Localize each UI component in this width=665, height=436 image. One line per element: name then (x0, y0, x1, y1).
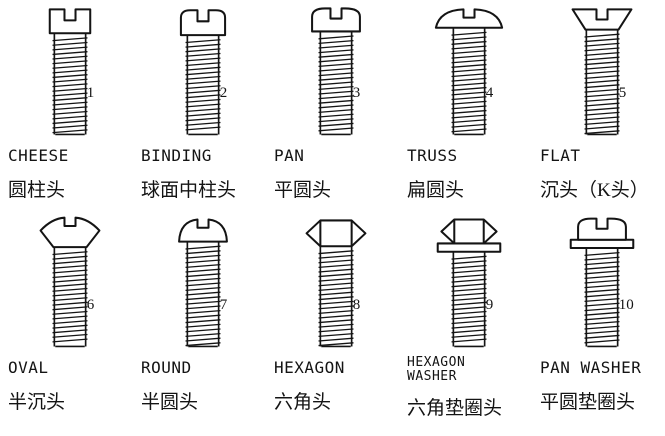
pan-washer-screw-icon (569, 217, 634, 348)
screw-name-zh: 球面中柱头 (141, 179, 237, 201)
screw-name-zh: 六角垫圈头 (407, 398, 503, 420)
screw-name-en: ROUND (141, 358, 192, 377)
screw-number: 4 (485, 84, 494, 101)
screw-name-en: HEXAGON (274, 358, 345, 377)
hexagon-washer-screw-icon (436, 218, 501, 348)
truss-screw-figure: 4 (407, 2, 530, 140)
hexagon-screw-icon (305, 219, 366, 348)
truss-screw-icon (434, 8, 503, 136)
pan-washer-screw-figure: 10 (540, 214, 663, 352)
screw-item-truss: 4 TRUSS 扁圆头 (399, 0, 532, 212)
screw-item-hexagon-washer: 9 HEXAGON WASHER 六角垫圈头 (399, 212, 532, 436)
screw-name-en: PAN WASHER (540, 358, 642, 377)
screw-number: 8 (352, 296, 361, 313)
hexagon-washer-screw-figure: 9 (407, 214, 530, 352)
pan-screw-figure: 3 (274, 2, 397, 140)
round-screw-icon (177, 218, 228, 348)
round-screw-figure: 7 (141, 214, 264, 352)
screw-number: 10 (618, 296, 634, 313)
oval-screw-icon (39, 216, 100, 348)
screw-number: 7 (219, 296, 228, 313)
screw-name-en: CHEESE (8, 146, 69, 165)
screw-name-zh: 圆柱头 (8, 179, 66, 201)
screw-name-zh: 半沉头 (8, 391, 66, 413)
screw-name-en: PAN (274, 146, 305, 165)
screw-item-oval: 6 OVAL 半沉头 (0, 212, 133, 436)
screw-number: 9 (485, 296, 494, 313)
screw-item-pan: 3 PAN 平圆头 (266, 0, 399, 212)
screw-item-round: 7 ROUND 半圆头 (133, 212, 266, 436)
binding-screw-icon (179, 9, 226, 136)
screw-number: 5 (618, 84, 627, 101)
screw-name-zh: 平圆垫圈头 (540, 391, 636, 413)
screw-number: 3 (352, 84, 361, 101)
screw-name-en: FLAT (540, 146, 581, 165)
screw-name-en: TRUSS (407, 146, 458, 165)
screw-name-zh: 六角头 (274, 391, 332, 413)
screw-item-flat: 5 FLAT 沉头（K头） (532, 0, 665, 212)
oval-screw-figure: 6 (8, 214, 131, 352)
screw-name-zh: 沉头（K头） (540, 179, 649, 201)
screw-item-pan-washer: 10 PAN WASHER 平圆垫圈头 (532, 212, 665, 436)
screw-item-cheese: 1 CHEESE 圆柱头 (0, 0, 133, 212)
screw-name-en: OVAL (8, 358, 49, 377)
pan-screw-icon (310, 7, 361, 136)
screw-name-zh: 扁圆头 (407, 179, 465, 201)
screw-number: 2 (219, 84, 228, 101)
flat-screw-icon (571, 8, 632, 136)
cheese-screw-icon (48, 8, 91, 136)
screw-name-zh: 半圆头 (141, 391, 199, 413)
screw-item-binding: 2 BINDING 球面中柱头 (133, 0, 266, 212)
screw-name-en: HEXAGON WASHER (407, 355, 466, 384)
binding-screw-figure: 2 (141, 2, 264, 140)
screw-name-en: BINDING (141, 146, 212, 165)
screw-number: 1 (86, 84, 95, 101)
flat-screw-figure: 5 (540, 2, 663, 140)
cheese-screw-figure: 1 (8, 2, 131, 140)
screw-item-hexagon: 8 HEXAGON 六角头 (266, 212, 399, 436)
screw-number: 6 (86, 296, 95, 313)
hexagon-screw-figure: 8 (274, 214, 397, 352)
screw-name-zh: 平圆头 (274, 179, 332, 201)
